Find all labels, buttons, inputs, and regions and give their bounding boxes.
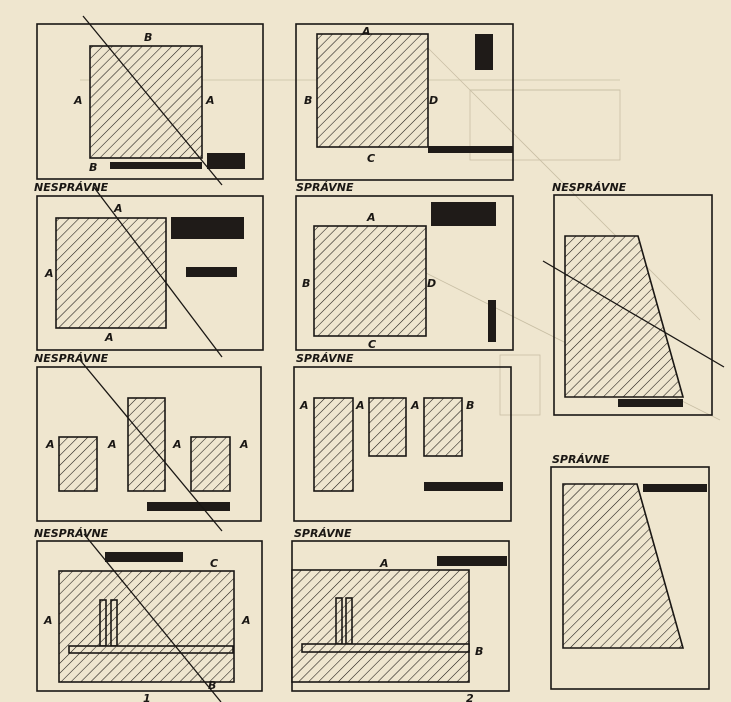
panel-right-top (542, 194, 725, 416)
edge-label-b-top: B (144, 31, 152, 44)
label-spravne-r2: SPRÁVNE (296, 181, 354, 194)
edge-label-a: A (172, 438, 182, 451)
figure-number-2: 2 (466, 692, 474, 702)
edge-label-a: A (107, 438, 117, 451)
edge-label-b: B (475, 645, 483, 658)
edge-label-b-left: B (302, 277, 310, 290)
edge-label-a: A (45, 438, 55, 451)
label-nespravne-right-column: NESPRÁVNE (552, 181, 627, 194)
edge-label-a-right: A (205, 94, 215, 107)
edge-label-a-top: A (361, 25, 371, 38)
panel-r3-left: A A A A (36, 359, 262, 532)
panel-r2-middle: A B D C (295, 195, 514, 351)
panel-r4-middle: A B (291, 540, 510, 692)
edge-label-c-bottom: C (368, 338, 376, 351)
edge-label-a-top: A (113, 202, 123, 215)
edge-label-a-left: A (43, 614, 53, 627)
edge-label-a: A (299, 399, 309, 412)
edge-label-d-right: D (429, 94, 438, 107)
edge-label-a-left: A (73, 94, 83, 107)
figure-number-1: 1 (143, 692, 151, 702)
edge-label-a-top: A (366, 211, 376, 224)
panel-r1-middle: A B D C (295, 23, 514, 181)
edge-label-b-bottom: B (89, 161, 97, 174)
edge-label-b: B (208, 679, 216, 692)
edge-label-b: B (466, 399, 474, 412)
edge-label-a-bottom: A (104, 331, 114, 344)
panel-r4-left: C A A B (36, 533, 263, 702)
edge-label-a-right: A (241, 614, 251, 627)
label-spravne-r4: SPRÁVNE (294, 527, 352, 540)
edge-label-a: A (239, 438, 249, 451)
label-nespravne-r3: NESPRÁVNE (34, 352, 109, 365)
panel-r2-left: A A A (36, 185, 264, 358)
edge-label-a-left: A (44, 267, 54, 280)
label-spravne-right-column: SPRÁVNE (552, 453, 610, 466)
label-nespravne-r4: NESPRÁVNE (34, 527, 109, 540)
panel-r3-middle: A A A B (293, 366, 512, 522)
edge-label-a: A (355, 399, 365, 412)
label-nespravne-r2: NESPRÁVNE (34, 181, 109, 194)
edge-label-a: A (410, 399, 420, 412)
panel-right-bottom (550, 466, 710, 690)
edge-label-d-right: D (427, 277, 436, 290)
label-spravne-r3: SPRÁVNE (296, 352, 354, 365)
edge-label-c-bottom: C (367, 152, 375, 165)
edge-label-c: C (210, 557, 218, 570)
edge-label-a: A (379, 557, 389, 570)
edge-label-b-left: B (304, 94, 312, 107)
panel-r1-left: B A A B (36, 15, 264, 186)
